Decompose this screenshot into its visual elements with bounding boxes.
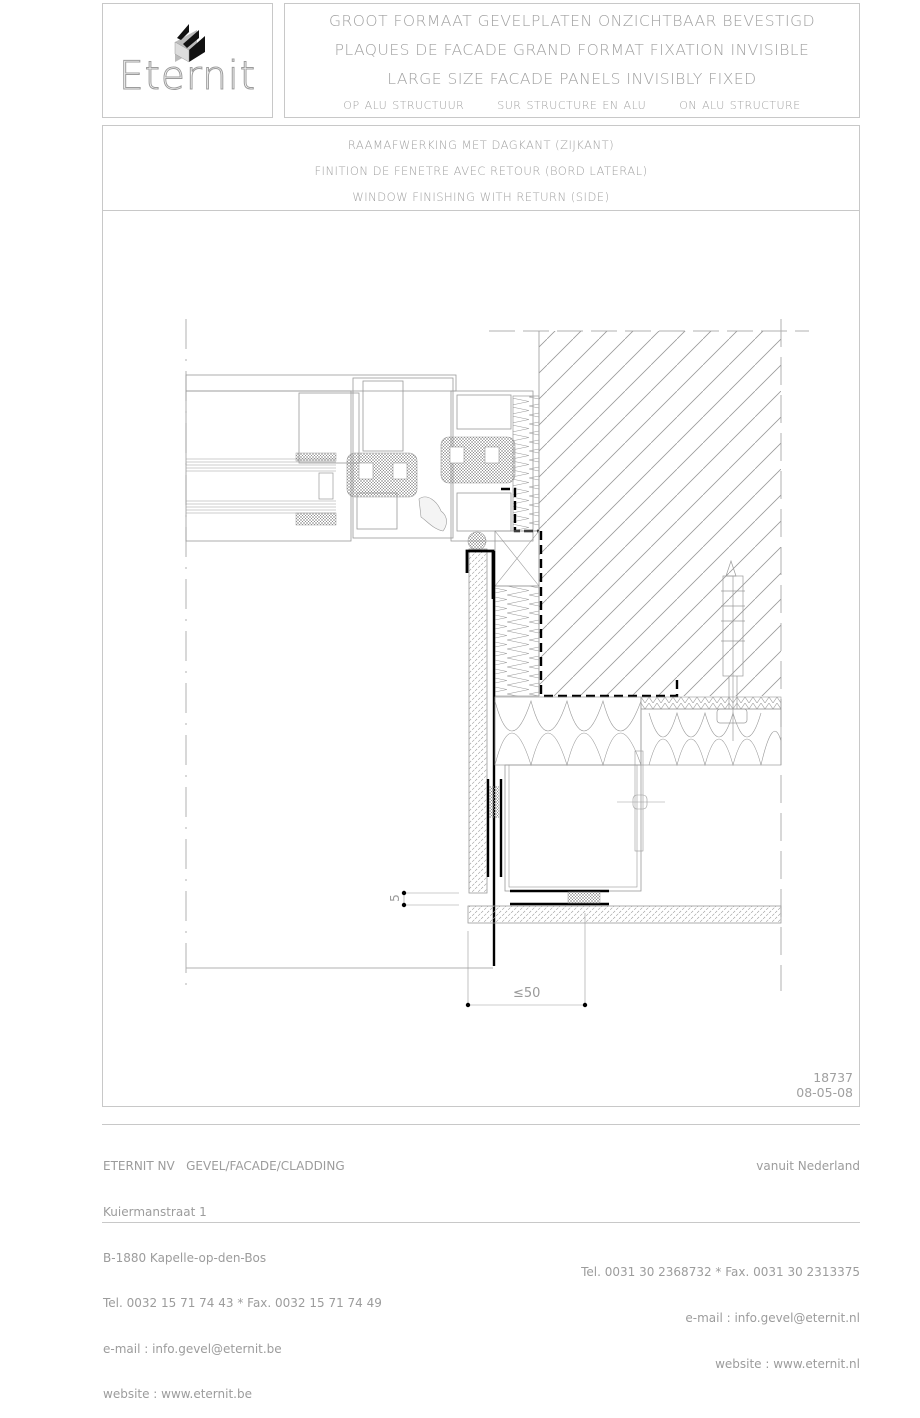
drawing-id: 18737 08-05-08 [796,1070,853,1100]
brand-wordmark: Eternit [118,54,257,100]
netherlands-heading: vanuit Nederland [756,1159,860,1174]
section-drawing [185,319,809,1008]
dimension-gap-label: 5 [387,894,402,902]
detail-title-dutch: RAAMAFWERKING MET DAGKANT (ZIJKANT) [347,138,615,152]
logo-panel: Eternit [102,3,273,118]
footer-top-rule [102,1124,860,1125]
street-address: Kuiermanstraat 1 [103,1205,207,1220]
title-block: GROOT FORMAAT GEVELPLATEN ONZICHTBAAR BE… [284,3,860,118]
dimension-return-label: ≤50 [513,986,541,1001]
detail-title-english: WINDOW FINISHING WITH RETURN (SIDE) [352,190,610,204]
phone-fax-be: Tel. 0032 15 71 74 43 * Fax. 0032 15 71 … [103,1296,382,1311]
drawing-number: 18737 [813,1070,853,1085]
title-english: LARGE SIZE FACADE PANELS INVISIBLY FIXED [387,70,757,88]
phone-fax-nl: Tel. 0031 30 2368732 * Fax. 0031 30 2313… [581,1265,860,1280]
structure-french: SUR STRUCTURE EN ALU [497,99,647,112]
detail-title-french: FINITION DE FENETRE AVEC RETOUR (BORD LA… [314,164,648,178]
company-line: ETERNIT NV GEVEL/FACADE/CLADDING [103,1159,345,1174]
email-be: e-mail : info.gevel@eternit.be [103,1341,282,1356]
footer-bottom-rule [102,1222,860,1223]
drawing-area: 5 ≤50 18737 08-05-08 [102,210,860,1107]
eternit-e-block-icon [174,24,205,63]
drawing-date: 08-05-08 [796,1085,853,1100]
website-be: website : www.eternit.be [103,1387,252,1402]
city-address: B-1880 Kapelle-op-den-Bos [103,1250,267,1265]
structure-english: ON ALU STRUCTURE [679,99,801,112]
footer-netherlands-contact: vanuit Nederland Tel. 0031 30 2368732 * … [581,1129,860,1387]
structure-dutch: OP ALU STRUCTUUR [343,99,465,112]
detail-title-block: RAAMAFWERKING MET DAGKANT (ZIJKANT) FINI… [102,125,860,211]
footer-belgium-contact: ETERNIT NV GEVEL/FACADE/CLADDING Kuierma… [103,1129,382,1418]
email-nl: e-mail : info.gevel@eternit.nl [685,1311,860,1326]
structure-line: OP ALU STRUCTUUR SUR STRUCTURE EN ALU ON… [285,99,859,112]
title-french: PLAQUES DE FACADE GRAND FORMAT FIXATION … [334,41,810,59]
website-nl: website : www.eternit.nl [715,1356,860,1371]
title-dutch: GROOT FORMAAT GEVELPLATEN ONZICHTBAAR BE… [328,12,816,30]
